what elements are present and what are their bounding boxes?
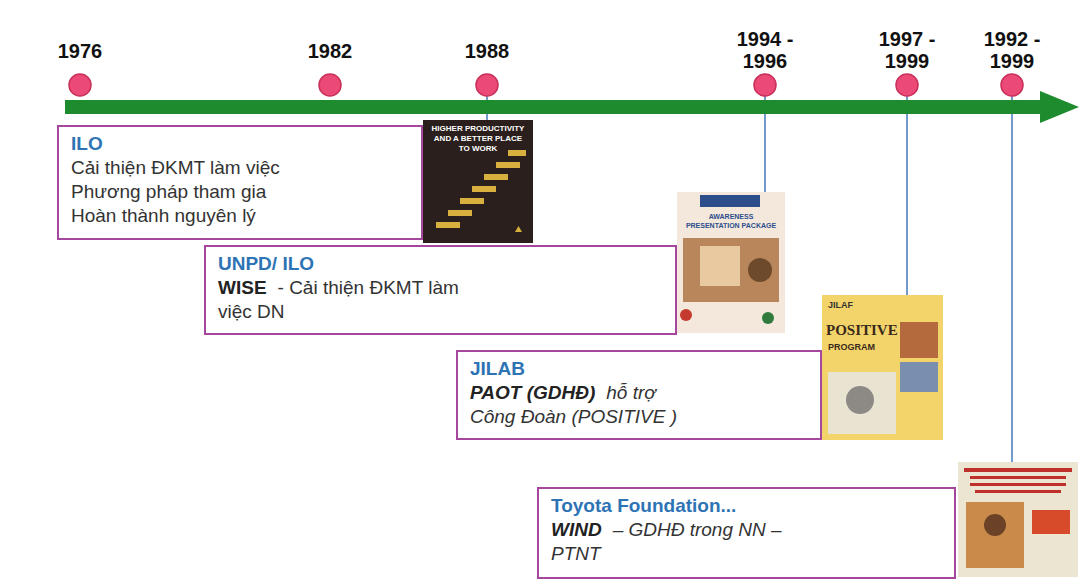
cover-title: POSITIVE (826, 322, 902, 339)
year-label: 1994 - 1996 (730, 28, 800, 72)
book-cover (677, 192, 785, 333)
timeline-dot (1001, 74, 1023, 96)
leader-line (906, 96, 908, 295)
text-line: WISE - Cải thiện ĐKMT làm việc DN (218, 276, 463, 324)
cover-title: PROGRAM (828, 342, 898, 353)
box-text: WISE (218, 277, 267, 298)
timeline-dot (896, 74, 918, 96)
text-box: UNPD/ ILOWISE - Cải thiện ĐKMT làm việc … (204, 245, 677, 335)
text-line: Phương pháp tham gia (71, 180, 409, 204)
box-heading: UNPD/ ILO (218, 252, 463, 276)
text-box: ILOCải thiện ĐKMT làm việcPhương pháp th… (57, 125, 423, 240)
book-cover (822, 295, 943, 440)
timeline-dot (69, 74, 91, 96)
leader-line (1011, 96, 1013, 462)
text-column: JILABPAOT (GDHĐ) hỗ trợ Công Đoàn (POSIT… (470, 357, 700, 429)
timeline-dot (754, 74, 776, 96)
box-text: Hoàn thành nguyên lý (71, 204, 409, 228)
timeline-dot (476, 74, 498, 96)
book-cover (423, 120, 533, 243)
year-label: 1988 (457, 40, 517, 62)
book-cover (958, 462, 1078, 577)
year-label: 1997 - 1999 (872, 28, 942, 72)
timeline-dot (319, 74, 341, 96)
text-column: ILOCải thiện ĐKMT làm việcPhương pháp th… (71, 132, 409, 228)
text-line: UNPD/ ILO (218, 252, 463, 276)
text-box: JILABPAOT (GDHĐ) hỗ trợ Công Đoàn (POSIT… (456, 350, 822, 440)
cover-title: JILAF (828, 300, 888, 311)
text-box: Toyota Foundation...WIND – GDHĐ trong NN… (537, 487, 956, 579)
timeline-bar (65, 100, 1040, 114)
box-heading: ILO (71, 132, 409, 156)
cover-title: HIGHER PRODUCTIVITY AND A BETTER PLACE T… (428, 124, 528, 154)
box-text: Cải thiện ĐKMT làm việc (71, 156, 409, 180)
text-column: Toyota Foundation...WIND – GDHĐ trong NN… (551, 494, 811, 566)
text-line: WIND – GDHĐ trong NN – PTNT (551, 518, 811, 566)
text-line: JILAB (470, 357, 700, 381)
text-column: UNPD/ ILOWISE - Cải thiện ĐKMT làm việc … (218, 252, 463, 324)
text-line: Hoàn thành nguyên lý (71, 204, 409, 228)
year-label: 1992 - 1999 (977, 28, 1047, 72)
box-text: WIND (551, 519, 602, 540)
box-text: PAOT (GDHĐ) (470, 382, 595, 403)
text-line: PAOT (GDHĐ) hỗ trợ Công Đoàn (POSITIVE ) (470, 381, 700, 429)
cover-title: AWARENESS PRESENTATION PACKAGE (681, 212, 781, 230)
text-line: Toyota Foundation... (551, 494, 811, 518)
box-heading: Toyota Foundation... (551, 494, 811, 518)
text-line: Cải thiện ĐKMT làm việc (71, 156, 409, 180)
timeline-arrowhead (1040, 91, 1079, 123)
text-line: ILO (71, 132, 409, 156)
box-heading: JILAB (470, 357, 700, 381)
year-label: 1982 (300, 40, 360, 62)
box-text: Phương pháp tham gia (71, 180, 409, 204)
year-label: 1976 (50, 40, 110, 62)
